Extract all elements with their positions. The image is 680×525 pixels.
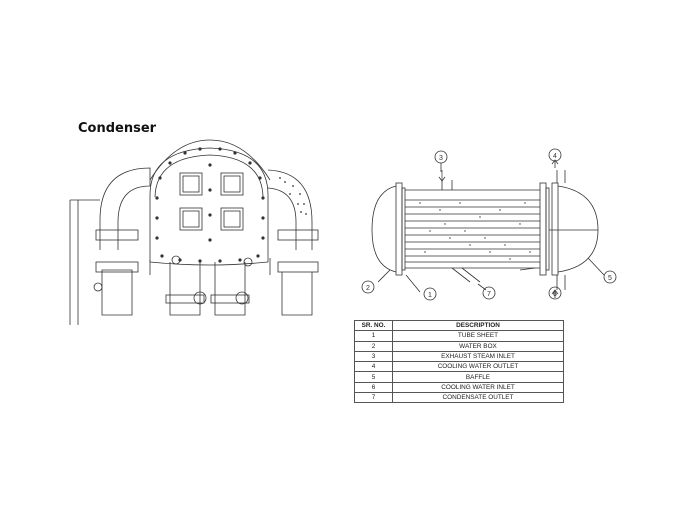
legend-desc: EXHAUST STEAM INLET [392,350,564,363]
callout-1-label: 1 [428,292,432,299]
callout-4-label: 4 [553,153,557,160]
legend-desc: CONDENSATE OUTLET [392,392,564,404]
legend-desc: BAFFLE [392,371,564,383]
callout-6 [548,286,562,300]
legend-header-row: SR. NO. DESCRIPTION [354,319,564,332]
callout-5 [603,270,617,284]
legend-desc: COOLING WATER INLET [392,381,564,394]
legend-no: 1 [354,330,393,342]
callout-4 [548,148,562,162]
tube-bundle [405,199,540,263]
legend-desc: COOLING WATER OUTLET [392,361,564,373]
legend-no: 3 [354,350,393,363]
legend-header-no: SR. NO. [354,319,393,332]
diagram-title: Condenser [78,121,157,136]
callout-3-label: 3 [439,155,443,162]
callouts [361,148,617,301]
callout-6-label: 6 [553,291,557,298]
callout-7-label: 7 [487,291,491,298]
legend-no: 4 [354,361,393,373]
callout-3 [434,150,448,164]
tube-dots [419,202,531,260]
callout-2 [361,280,375,294]
callout-2-label: 2 [366,285,370,292]
flange-bolts [155,147,265,263]
condenser-3d-view [69,139,319,325]
callout-5-label: 5 [608,275,612,282]
condenser-schematic [371,159,605,298]
legend-no: 2 [354,340,393,352]
legend-desc: WATER BOX [392,340,564,352]
callout-1 [423,287,437,301]
legend-desc: TUBE SHEET [392,330,564,342]
inspection-hatches [179,172,244,231]
callout-7 [482,286,496,300]
legend-no: 6 [354,381,393,394]
legend-header-desc: DESCRIPTION [392,319,564,332]
legend-no: 7 [354,392,393,404]
legend-no: 5 [354,371,393,383]
